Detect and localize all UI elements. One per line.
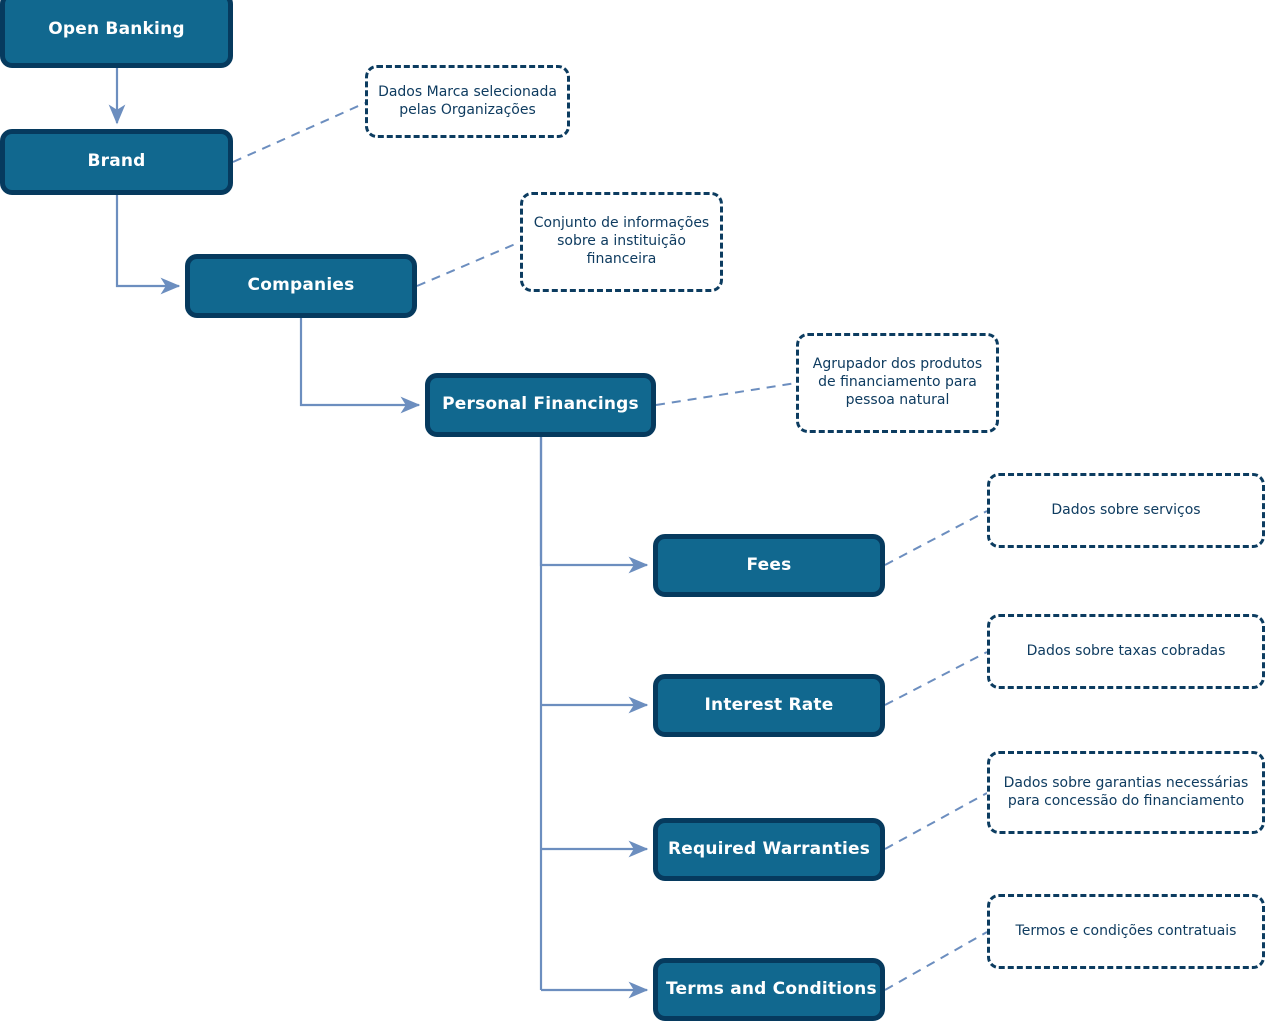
node-label-open-banking: Open Banking [48,19,185,40]
note-personal-financings-label: Agrupador dos produtos de financiamento … [812,356,983,408]
edge-note-terms-and-conditions [884,931,988,991]
note-fees: Dados sobre serviços [987,473,1265,548]
edge-note-personal-financings [655,382,797,406]
edge-note-brand [232,102,366,163]
node-open-banking[interactable]: Open Banking [0,0,233,68]
node-companies[interactable]: Companies [185,254,417,318]
note-terms-and-conditions-label: Termos e condições contratuais [1015,922,1237,939]
edge-companies-personal-financings [299,318,421,414]
edge-personal-financings-fees [539,437,649,574]
node-label-fees: Fees [746,554,792,575]
node-required-warranties[interactable]: Required Warranties [653,818,885,881]
note-terms-and-conditions: Termos e condições contratuais [987,894,1265,969]
edge-brand-companies [115,195,181,295]
note-required-warranties-label: Dados sobre garantias necessárias para c… [1003,774,1249,809]
node-label-brand: Brand [87,151,146,172]
note-brand-label: Dados Marca selecionada pelas Organizaçõ… [378,83,557,118]
node-label-required-warranties: Required Warranties [667,838,871,859]
note-interest-rate: Dados sobre taxas cobradas [987,614,1265,689]
note-companies-label: Conjunto de informações sobre a institui… [533,215,710,267]
node-fees[interactable]: Fees [653,534,885,597]
note-required-warranties: Dados sobre garantias necessárias para c… [987,751,1265,834]
edge-note-required-warranties [884,792,988,850]
node-personal-financings[interactable]: Personal Financings [425,373,656,437]
node-terms-and-conditions[interactable]: Terms and Conditions [653,958,885,1021]
note-personal-financings: Agrupador dos produtos de financiamento … [796,333,999,433]
node-label-personal-financings: Personal Financings [442,394,639,415]
edge-note-companies [416,241,521,287]
node-label-interest-rate: Interest Rate [704,694,834,715]
node-brand[interactable]: Brand [0,129,233,195]
note-companies: Conjunto de informações sobre a institui… [520,192,723,292]
node-interest-rate[interactable]: Interest Rate [653,674,885,737]
note-fees-label: Dados sobre serviços [1051,501,1201,518]
node-label-terms-and-conditions: Terms and Conditions [666,978,877,999]
node-label-companies: Companies [247,275,355,296]
note-interest-rate-label: Dados sobre taxas cobradas [1026,642,1226,659]
edge-note-fees [884,510,988,566]
note-brand: Dados Marca selecionada pelas Organizaçõ… [365,65,570,138]
edge-note-interest-rate [884,651,988,706]
